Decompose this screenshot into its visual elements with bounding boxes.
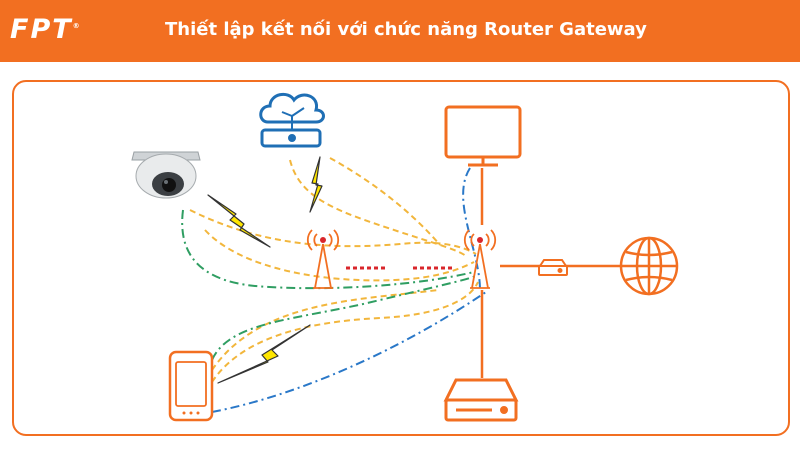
link-phone-yellow-2 — [211, 289, 439, 371]
server-top — [443, 378, 519, 402]
phone-dot-2 — [189, 411, 193, 415]
logo-text: FPT — [10, 14, 73, 45]
router-leg-right — [479, 243, 489, 289]
lightning-icon-phone — [217, 324, 311, 384]
cloud-link-b — [291, 107, 305, 117]
link-monitor-blue — [462, 167, 481, 291]
phone-dot-1 — [182, 411, 186, 415]
router-leg-left — [471, 243, 481, 289]
server-dot — [288, 134, 296, 142]
header-bar: FPT® Thiết lập kết nối với chức năng Rou… — [0, 0, 800, 62]
ap-wave-right-2 — [333, 229, 340, 251]
server-front — [444, 398, 518, 422]
link-camera-green — [181, 209, 475, 290]
server-led — [500, 406, 508, 414]
ap-center — [320, 237, 326, 243]
cloud-server-icon — [259, 92, 325, 148]
access-point-icon — [306, 229, 340, 289]
router-wave-left-1 — [470, 233, 475, 247]
link-phone-yellow — [211, 281, 479, 383]
server-icon — [443, 378, 519, 422]
fpt-logo: FPT® — [10, 14, 82, 45]
server-box — [260, 128, 322, 148]
link-phone-blue — [211, 291, 487, 413]
router-wave-right-1 — [485, 233, 490, 247]
monitor-screen — [444, 105, 522, 159]
ap-wave-left-2 — [306, 229, 313, 251]
page-title: Thiết lập kết nối với chức năng Router G… — [165, 19, 647, 40]
modem-icon — [538, 259, 568, 276]
security-camera-icon — [131, 151, 201, 199]
lightning-icon-camera — [207, 194, 271, 248]
monitor-icon — [444, 105, 522, 167]
link-phone-green — [211, 275, 477, 361]
ap-leg-left — [314, 243, 324, 289]
ap-wave-right-1 — [328, 233, 333, 247]
wireless-links — [181, 157, 487, 413]
router-gateway-icon — [463, 229, 497, 289]
cloud-link-a — [281, 111, 293, 117]
lightning-icon-cloud — [309, 156, 323, 213]
ap-wave-left-1 — [313, 233, 318, 247]
router-wave-right-2 — [490, 229, 497, 251]
link-cloud-yellow — [289, 159, 467, 257]
globe-icon — [619, 236, 679, 296]
ap-leg-right — [322, 243, 332, 289]
smartphone-icon — [168, 350, 214, 422]
diagram-frame — [12, 80, 790, 436]
router-wave-left-2 — [463, 229, 470, 251]
lightning-icon — [207, 156, 323, 384]
globe-parallel-top — [625, 250, 673, 257]
camera-lens — [162, 178, 176, 192]
wired-links — [480, 168, 620, 378]
link-camera-yellow-2 — [204, 229, 475, 282]
camera-lens-glint — [164, 180, 168, 184]
globe-parallel-bottom — [625, 275, 673, 282]
modem-body — [538, 265, 568, 276]
logo-registered-mark: ® — [72, 22, 82, 30]
phone-screen — [175, 361, 207, 407]
modem-led — [557, 268, 563, 273]
router-center — [477, 237, 483, 243]
phone-body — [168, 350, 214, 422]
link-cloud-yellow-2 — [329, 157, 441, 246]
cloud-outline — [259, 92, 325, 124]
phone-dot-3 — [196, 411, 200, 415]
